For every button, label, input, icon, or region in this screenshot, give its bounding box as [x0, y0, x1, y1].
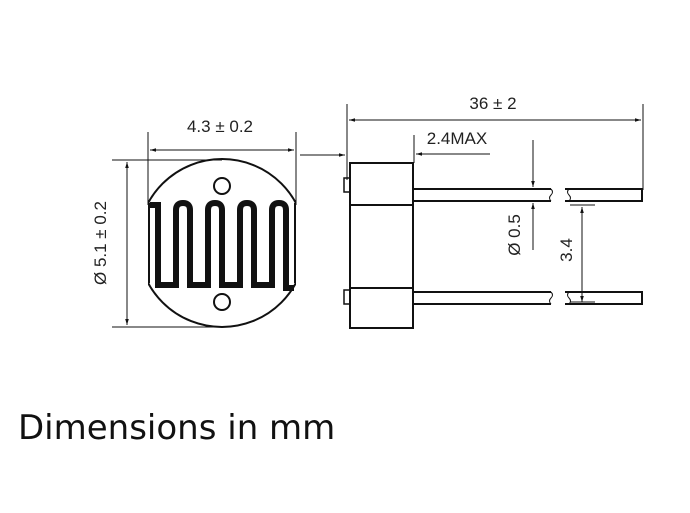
lead-top: [413, 188, 551, 202]
side-view: [343, 162, 643, 329]
lead-hole-bottom: [213, 293, 231, 311]
caption: Dimensions in mm: [18, 408, 336, 448]
lead-diameter-label: Ø 0.5: [505, 214, 524, 256]
front-dimensions: [112, 132, 297, 328]
lead-bottom: [413, 291, 551, 305]
diameter-dimension-label: Ø 5.1 ± 0.2: [91, 201, 110, 285]
width-dimension-label: 4.3 ± 0.2: [187, 117, 253, 136]
serpentine-track: [150, 199, 294, 291]
body-max-dimension-label: 2.4MAX: [427, 129, 487, 148]
lead-hole-top: [213, 177, 231, 195]
side-dimensions: [300, 104, 644, 303]
length-dimension-label: 36 ± 2: [469, 94, 516, 113]
lead-spacing-label: 3.4: [557, 238, 576, 262]
front-view: [148, 158, 296, 328]
